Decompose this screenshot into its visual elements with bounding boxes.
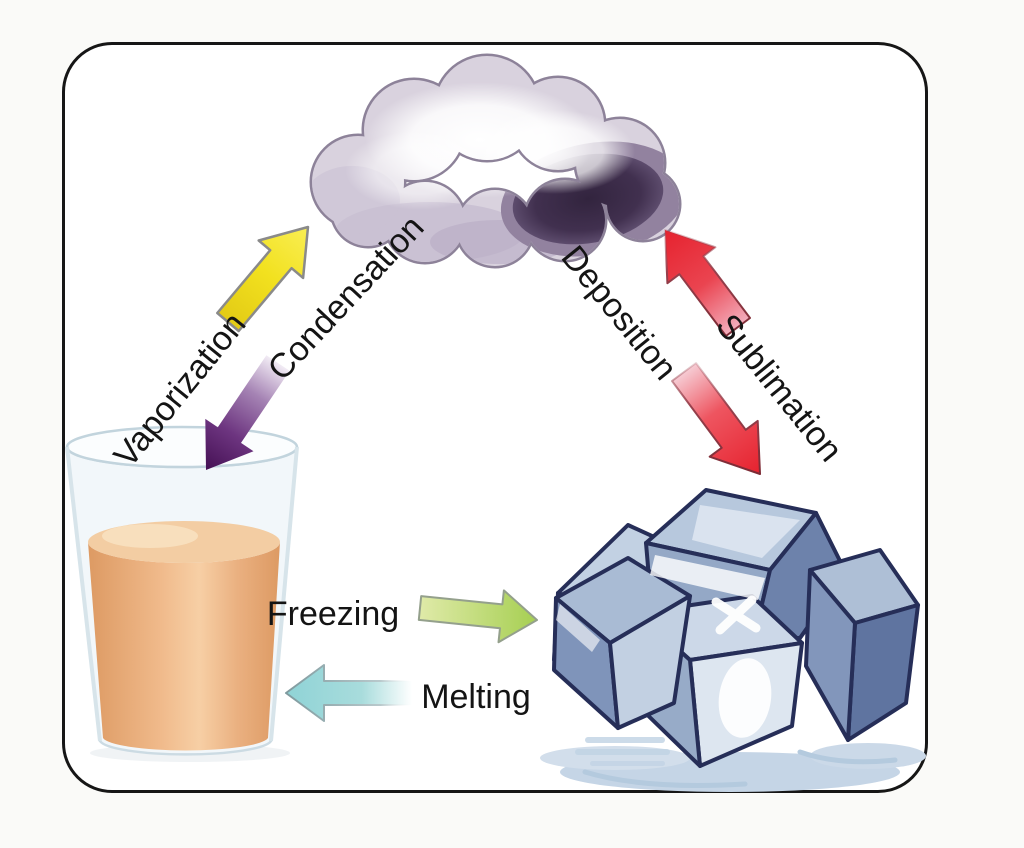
glass-of-liquid-icon [65, 425, 299, 762]
melting-label: Melting [421, 678, 531, 716]
deposition-arrow [671, 362, 761, 475]
condensation-arrow [205, 355, 290, 470]
cloud-icon [309, 53, 682, 269]
melting-arrow [285, 664, 413, 722]
freezing-label: Freezing [266, 595, 400, 633]
vaporization-arrow [216, 225, 310, 333]
sublimation-arrow [664, 229, 751, 337]
freezing-arrow [417, 589, 538, 644]
ice-cubes-icon [540, 488, 926, 792]
